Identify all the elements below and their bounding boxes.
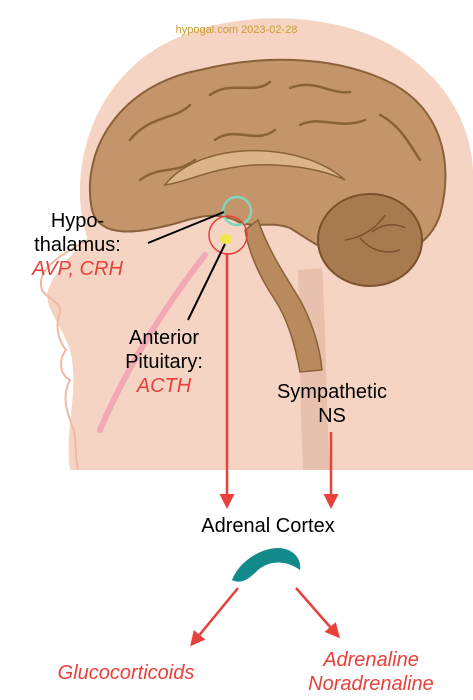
sympathetic-label: Sympathetic NS: [254, 380, 410, 428]
arrow-to-adrenaline: [296, 588, 338, 636]
hypothalamus-label-line1: Hypo-: [10, 209, 145, 233]
pituitary-label-line1: Anterior: [102, 326, 226, 350]
adrenal-gland: [232, 548, 300, 582]
pituitary-dot: [220, 234, 232, 244]
adrenal-cortex-label: Adrenal Cortex: [170, 514, 366, 538]
noradrenaline-label: Noradrenaline: [276, 672, 466, 696]
sympathetic-label-line2: NS: [254, 404, 410, 428]
pituitary-label: Anterior Pituitary: ACTH: [102, 326, 226, 398]
pituitary-hormone: ACTH: [102, 374, 226, 398]
watermark: hypogal.com 2023-02-28: [0, 24, 473, 36]
catecholamines-label: Adrenaline Noradrenaline: [276, 648, 466, 696]
glucocorticoids-label: Glucocorticoids: [28, 661, 224, 685]
pituitary-label-line2: Pituitary:: [102, 350, 226, 374]
hypothalamus-label: Hypo- thalamus: AVP, CRH: [10, 209, 145, 281]
sympathetic-label-line1: Sympathetic: [254, 380, 410, 404]
cerebellum: [318, 194, 422, 286]
hypothalamus-label-line2: thalamus:: [10, 233, 145, 257]
arrow-to-glucocorticoids: [192, 588, 238, 644]
hypothalamus-hormones: AVP, CRH: [10, 257, 145, 281]
adrenaline-label: Adrenaline: [276, 648, 466, 672]
